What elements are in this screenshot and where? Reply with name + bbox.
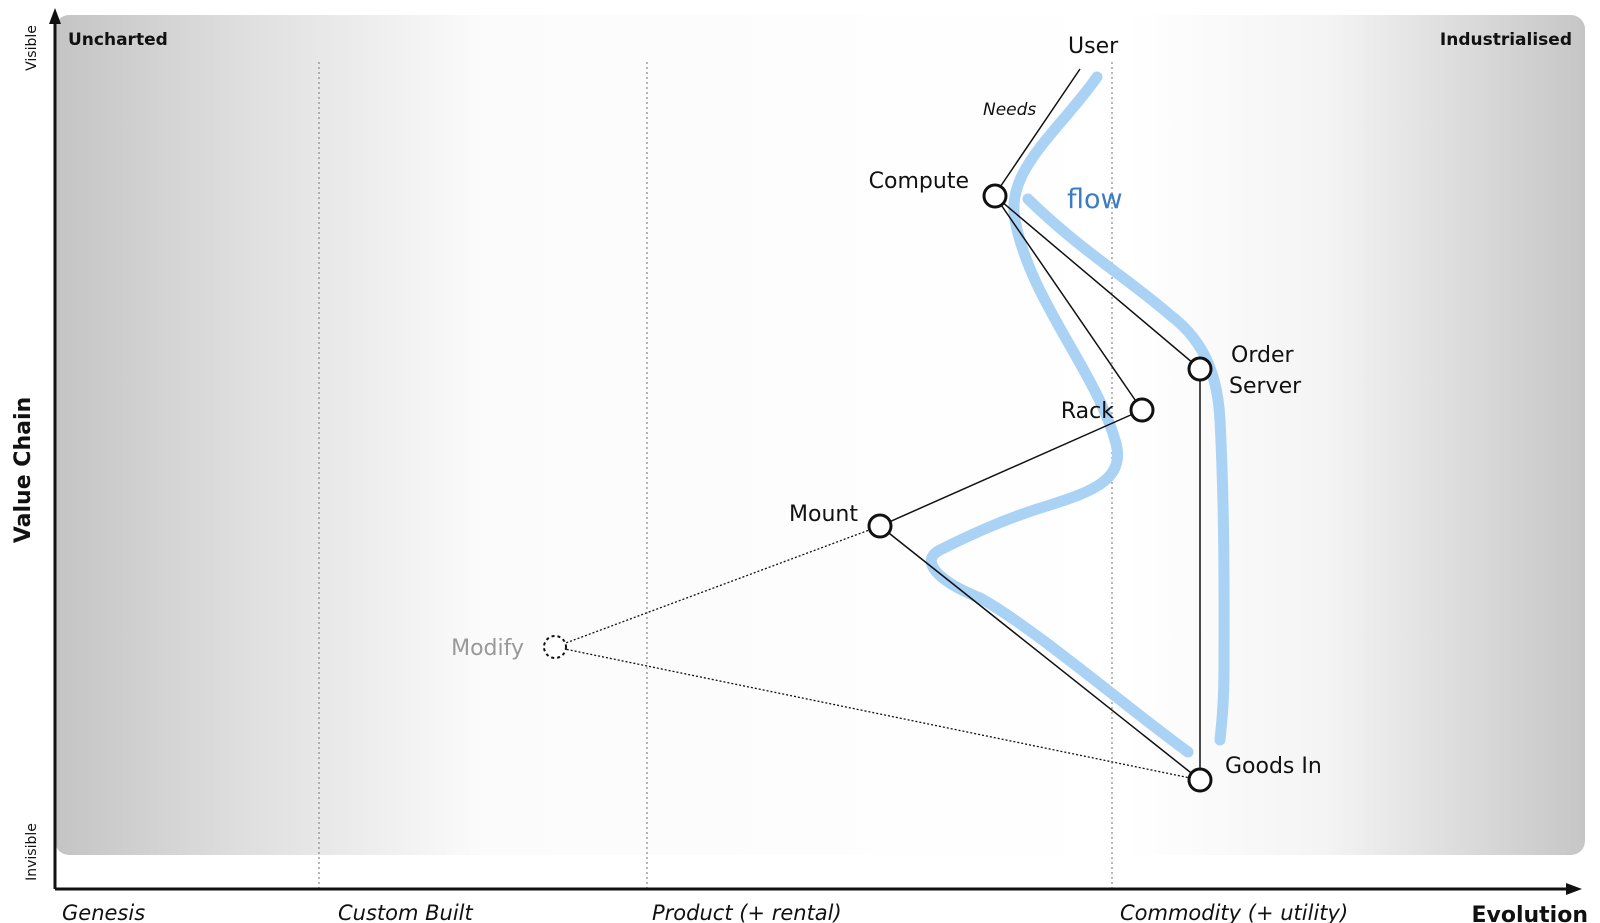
node-label-user: User	[1068, 34, 1119, 59]
stage-label-genesis: Genesis	[62, 901, 145, 923]
stage-label-commodity: Commodity (+ utility)	[1120, 901, 1348, 923]
edge-user-compute	[993, 68, 1081, 197]
node-mount[interactable]	[867, 513, 893, 539]
y-axis-bottom-label: Invisible	[24, 823, 40, 881]
corner-label-uncharted: Uncharted	[68, 30, 168, 50]
y-axis-top-label: Visible	[24, 25, 40, 71]
node-label-mount: Mount	[789, 502, 858, 527]
edge-modify-mount	[554, 525, 881, 648]
edge-mount-goods-in	[879, 525, 1201, 781]
stage-label-custom-built: Custom Built	[338, 901, 474, 923]
node-label-modify: Modify	[451, 636, 524, 661]
edge-label-needs: Needs	[983, 100, 1036, 120]
y-axis-arrow	[49, 8, 61, 24]
map-background	[55, 15, 1585, 855]
node-label-order-server-line2: Server	[1229, 374, 1302, 399]
edge-compute-order-server	[994, 195, 1201, 370]
flow-path	[925, 71, 1194, 758]
node-label-goods-in: Goods In	[1225, 754, 1322, 779]
node-rack[interactable]	[1129, 397, 1155, 423]
flow-label: flow	[1067, 184, 1123, 215]
node-order-server[interactable]	[1187, 356, 1213, 382]
flow-path	[1022, 193, 1230, 746]
edge-modify-goods-in	[554, 646, 1201, 781]
edge-compute-rack	[994, 195, 1143, 411]
edge-rack-mount	[879, 409, 1143, 527]
node-goods-in[interactable]	[1187, 767, 1213, 793]
x-axis-arrow	[1566, 883, 1582, 895]
x-axis-title: Evolution	[1471, 903, 1588, 923]
node-label-order-server-line1: Order	[1231, 343, 1294, 368]
node-label-rack: Rack	[1061, 399, 1114, 424]
stage-label-product: Product (+ rental)	[652, 901, 842, 923]
node-modify[interactable]	[543, 635, 567, 659]
node-label-compute: Compute	[869, 169, 969, 194]
y-axis-title: Value Chain	[11, 397, 36, 543]
corner-label-industrialised: Industrialised	[1440, 30, 1572, 50]
node-compute[interactable]	[982, 183, 1008, 209]
